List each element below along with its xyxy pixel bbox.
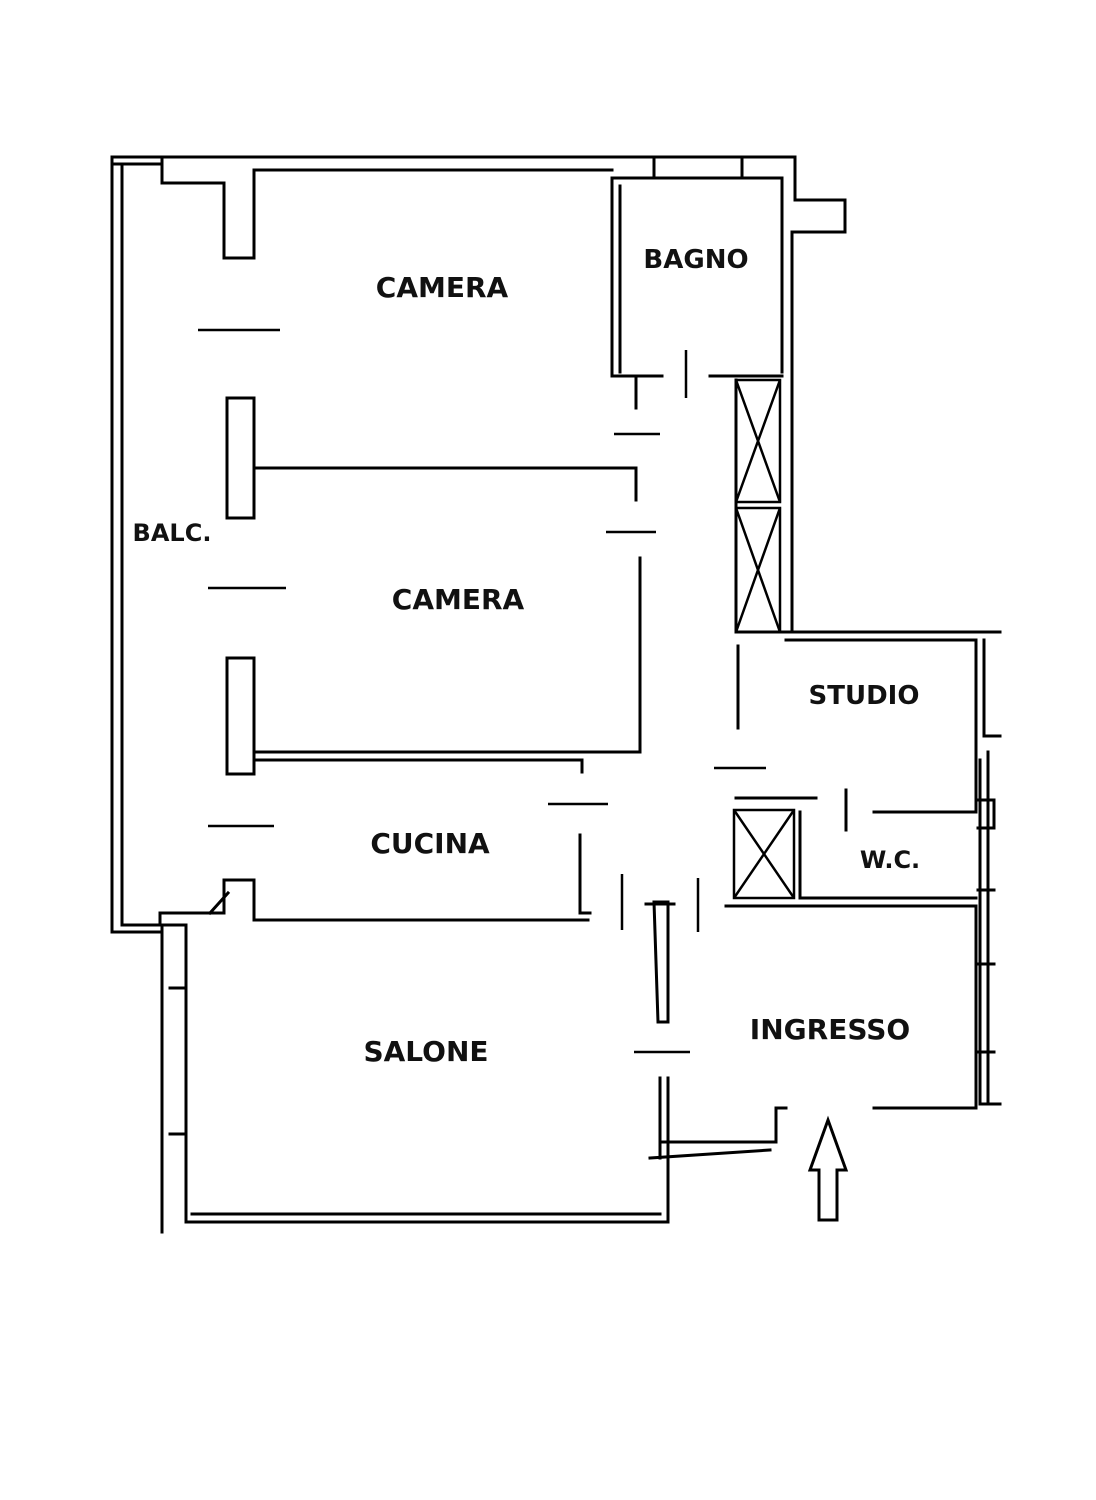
door-marks bbox=[198, 328, 766, 1054]
room-label-studio: STUDIO bbox=[809, 681, 920, 711]
room-label-salone: SALONE bbox=[363, 1035, 488, 1068]
room-label-camera-2: CAMERA bbox=[392, 583, 525, 616]
room-label-camera-1: CAMERA bbox=[376, 271, 509, 304]
room-label-balcone: BALC. bbox=[133, 519, 212, 547]
service-shafts bbox=[732, 378, 796, 900]
exterior-walls bbox=[110, 155, 847, 934]
room-label-cucina: CUCINA bbox=[370, 827, 490, 860]
room-label-wc: W.C. bbox=[860, 846, 920, 874]
room-label-bagno: BAGNO bbox=[643, 245, 748, 275]
entrance-arrow-icon bbox=[807, 1115, 849, 1222]
room-label-ingresso: INGRESSO bbox=[750, 1013, 910, 1046]
